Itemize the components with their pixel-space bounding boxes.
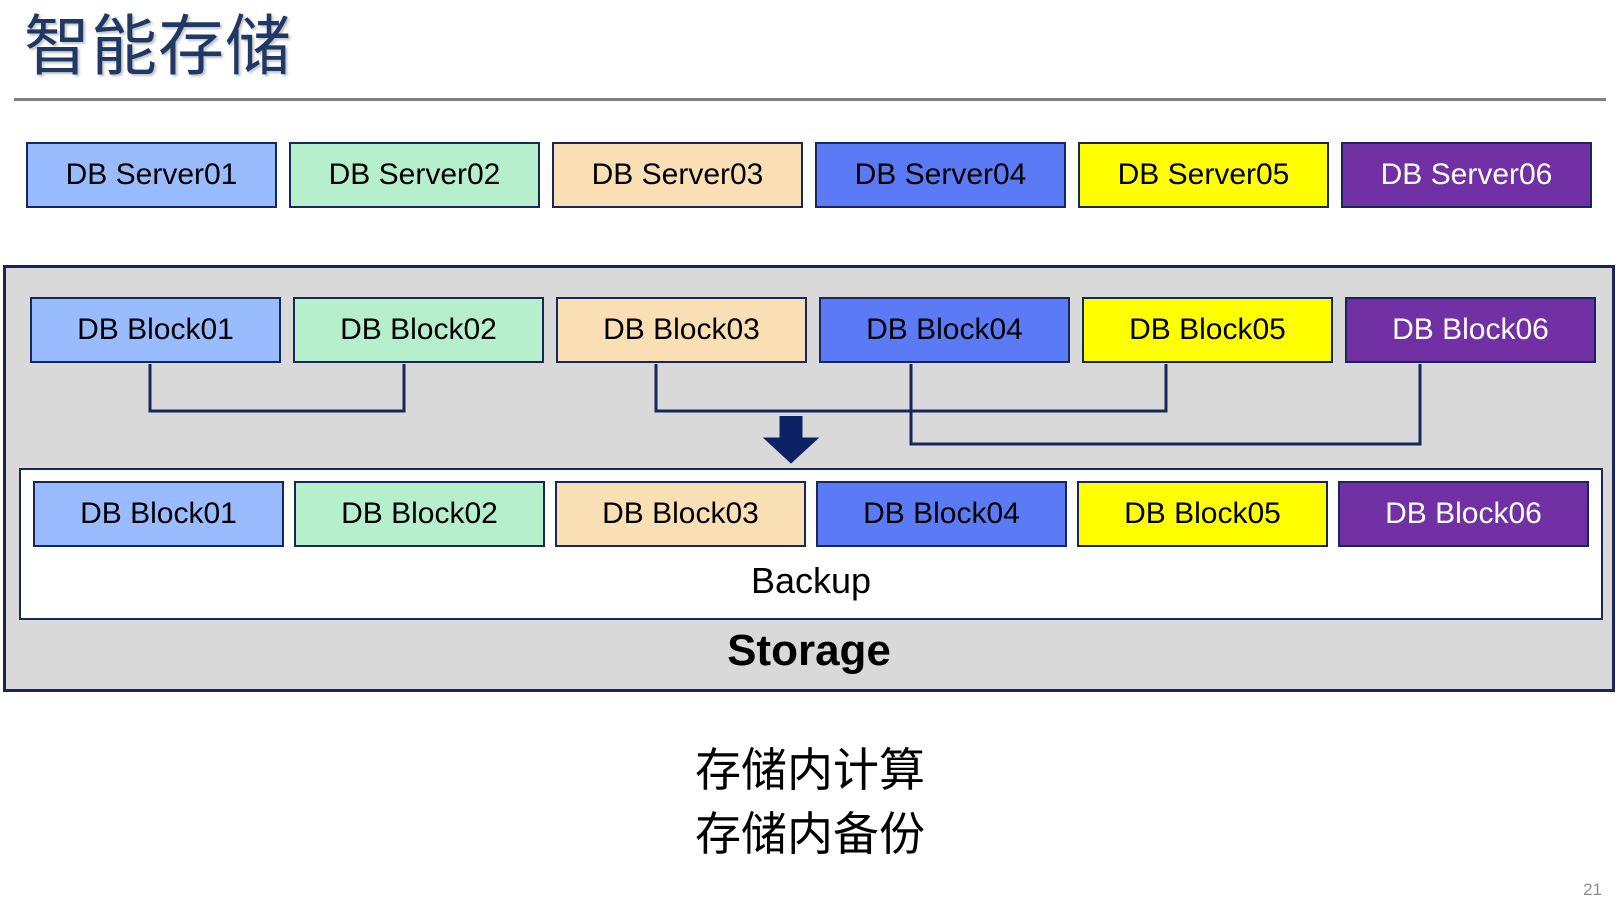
db-block-05-label: DB Block05 — [1129, 313, 1286, 346]
storage-panel: DB Block01 DB Block02 DB Block03 DB Bloc… — [3, 265, 1615, 692]
down-arrow-icon — [762, 416, 820, 464]
db-server-04-label: DB Server04 — [854, 158, 1027, 191]
db-block-02[interactable]: DB Block02 — [293, 297, 544, 363]
backup-block-row: DB Block01 DB Block02 DB Block03 DB Bloc… — [33, 481, 1589, 547]
db-server-row: DB Server01 DB Server02 DB Server03 DB S… — [26, 142, 1592, 208]
db-block-03-label: DB Block03 — [603, 313, 760, 346]
db-server-05-label: DB Server05 — [1117, 158, 1290, 191]
db-block-02-label: DB Block02 — [340, 313, 497, 346]
backup-block-03[interactable]: DB Block03 — [555, 481, 806, 547]
footer-captions: 存储内计算 存储内备份 — [0, 738, 1620, 866]
db-server-04[interactable]: DB Server04 — [815, 142, 1066, 208]
db-server-01[interactable]: DB Server01 — [26, 142, 277, 208]
db-block-06[interactable]: DB Block06 — [1345, 297, 1596, 363]
db-block-04-label: DB Block04 — [866, 313, 1023, 346]
backup-block-06[interactable]: DB Block06 — [1338, 481, 1589, 547]
backup-panel: DB Block01 DB Block02 DB Block03 DB Bloc… — [19, 468, 1603, 620]
backup-caption: Backup — [750, 560, 872, 601]
backup-block-06-label: DB Block06 — [1385, 497, 1542, 530]
backup-block-02-label: DB Block02 — [341, 497, 498, 530]
title-divider — [14, 98, 1606, 101]
footer-line-2: 存储内备份 — [695, 808, 925, 860]
db-server-01-label: DB Server01 — [65, 158, 238, 191]
db-server-03[interactable]: DB Server03 — [552, 142, 803, 208]
db-block-06-label: DB Block06 — [1392, 313, 1549, 346]
connector-block03-block05 — [654, 364, 1168, 413]
connector-block01-block02 — [148, 364, 406, 413]
backup-block-03-label: DB Block03 — [602, 497, 759, 530]
backup-block-05-label: DB Block05 — [1124, 497, 1281, 530]
db-server-02-label: DB Server02 — [328, 158, 501, 191]
page-number: 21 — [1583, 880, 1602, 899]
db-server-05[interactable]: DB Server05 — [1078, 142, 1329, 208]
db-block-05[interactable]: DB Block05 — [1082, 297, 1333, 363]
backup-block-01-label: DB Block01 — [80, 497, 237, 530]
db-block-row: DB Block01 DB Block02 DB Block03 DB Bloc… — [30, 297, 1596, 363]
db-server-06-label: DB Server06 — [1380, 158, 1553, 191]
db-block-01-label: DB Block01 — [77, 313, 234, 346]
db-block-04[interactable]: DB Block04 — [819, 297, 1070, 363]
db-server-06[interactable]: DB Server06 — [1341, 142, 1592, 208]
footer-line-1: 存储内计算 — [695, 744, 925, 796]
backup-block-04-label: DB Block04 — [863, 497, 1020, 530]
backup-block-05[interactable]: DB Block05 — [1077, 481, 1328, 547]
db-server-03-label: DB Server03 — [591, 158, 764, 191]
page-title: 智能存储 — [24, 9, 292, 83]
backup-block-01[interactable]: DB Block01 — [33, 481, 284, 547]
connector-block04-block06 — [909, 364, 1422, 446]
db-block-03[interactable]: DB Block03 — [556, 297, 807, 363]
backup-block-02[interactable]: DB Block02 — [294, 481, 545, 547]
storage-caption: Storage — [727, 626, 891, 675]
db-block-01[interactable]: DB Block01 — [30, 297, 281, 363]
backup-block-04[interactable]: DB Block04 — [816, 481, 1067, 547]
db-server-02[interactable]: DB Server02 — [289, 142, 540, 208]
